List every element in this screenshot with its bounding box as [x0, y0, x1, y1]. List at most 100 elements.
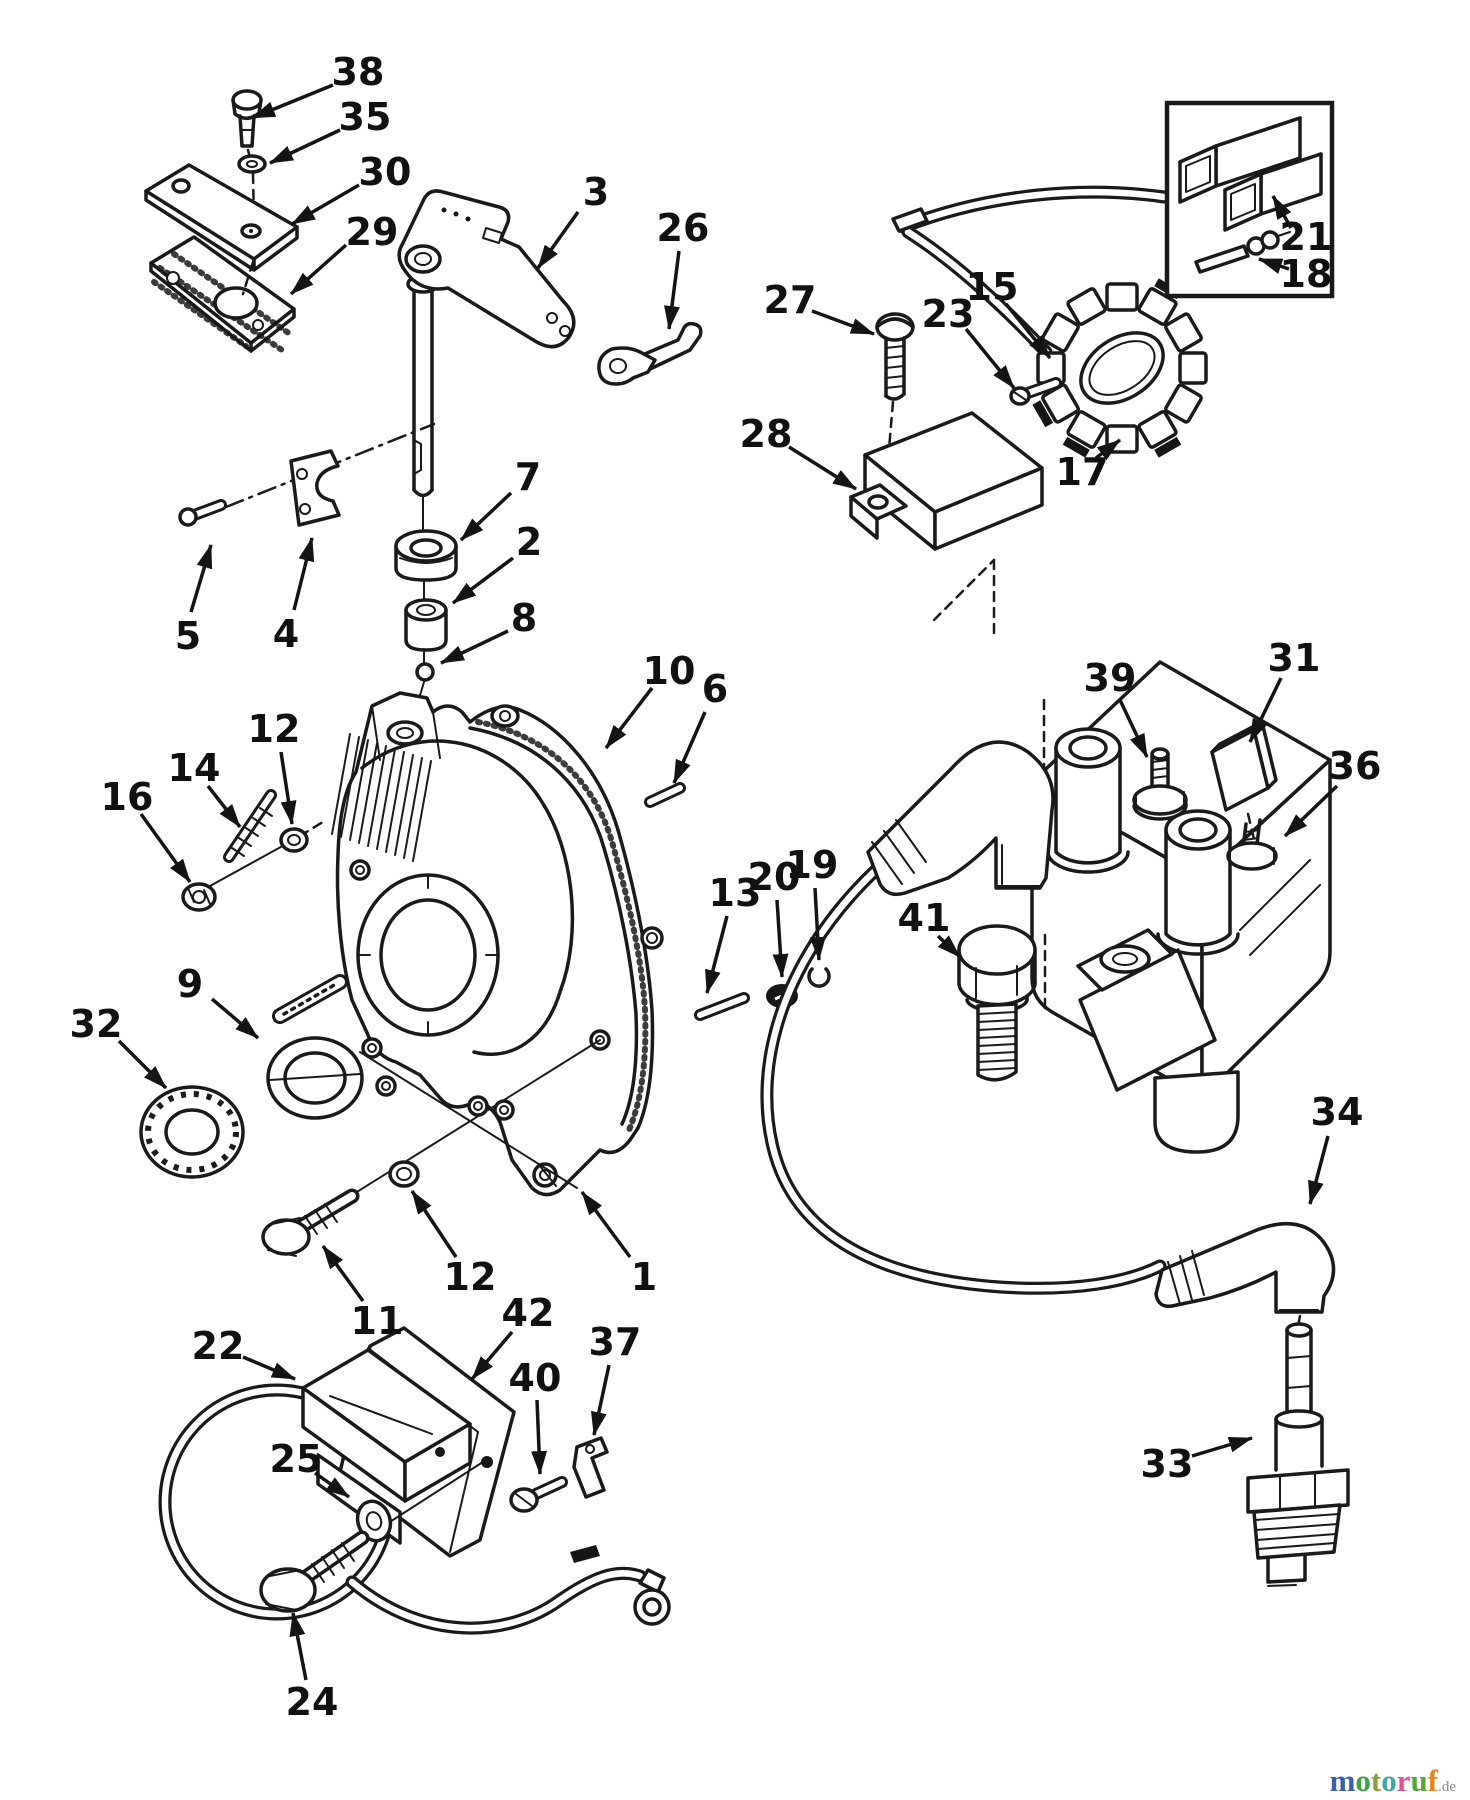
callout-label-34: 34 [1311, 1090, 1364, 1134]
callout-arrow-29 [289, 243, 348, 296]
callout-label-14: 14 [168, 746, 221, 790]
callout-label-25: 25 [270, 1437, 323, 1481]
callout-label-28: 28 [740, 412, 793, 456]
callout-arrow-36 [1283, 784, 1339, 838]
part-bolt-24 [259, 1530, 370, 1613]
callout-label-22: 22 [192, 1324, 245, 1368]
callout-arrow-25 [313, 1471, 351, 1499]
callout-label-42: 42 [502, 1291, 555, 1335]
part-cover-1-10 [331, 691, 664, 1197]
part-spark-plug-33 [1246, 1322, 1350, 1587]
callout-label-23: 23 [922, 292, 975, 336]
callout-arrow-16 [139, 812, 192, 884]
callout-label-31: 31 [1268, 636, 1321, 680]
part-bolt-41 [957, 924, 1037, 1082]
inset-connector-box [1164, 100, 1335, 299]
callout-label-2: 2 [516, 520, 542, 564]
part-nut-16 [181, 882, 217, 912]
callout-arrow-21 [1271, 195, 1293, 229]
callout-label-13: 13 [709, 871, 762, 915]
watermark-word: motoruf [1330, 1763, 1439, 1798]
part-governor-arm-3 [397, 189, 576, 349]
part-seal-9 [266, 1036, 364, 1120]
callout-label-38: 38 [332, 50, 385, 94]
part-screw-nut-36 [1226, 818, 1278, 871]
part-plug-wire-34 [760, 740, 1336, 1328]
callout-arrow-34 [1308, 1135, 1330, 1205]
part-gasket-29 [149, 235, 296, 353]
callout-arrow-28 [788, 445, 857, 491]
callout-label-9: 9 [177, 962, 203, 1006]
callout-arrow-1 [580, 1190, 632, 1259]
part-stator-17 [1032, 278, 1208, 458]
watermark-letter: f [1427, 1763, 1439, 1798]
callout-label-35: 35 [339, 95, 392, 139]
callout-arrow-26 [663, 250, 681, 330]
part-dowel-pin [272, 974, 348, 1024]
callout-arrow-12 [410, 1190, 458, 1258]
callout-label-12: 12 [248, 707, 301, 751]
callout-label-32: 32 [70, 1002, 123, 1046]
callout-arrow-10 [604, 686, 654, 750]
callout-label-11: 11 [351, 1299, 404, 1343]
callout-arrow-30 [291, 183, 360, 226]
part-washer-25 [355, 1499, 393, 1543]
part-coil-assembly [932, 558, 1332, 1154]
callout-arrow-3 [536, 210, 580, 270]
callout-arrow-19 [809, 887, 826, 961]
callout-label-15: 15 [966, 265, 1019, 309]
callout-arrow-9 [210, 997, 260, 1040]
part-cdi-module-28 [849, 411, 1044, 551]
watermark-letter: o [1355, 1763, 1371, 1798]
callout-arrow-24 [289, 1612, 308, 1681]
callout-arrow-12 [279, 751, 297, 825]
callout-label-3: 3 [583, 170, 609, 214]
callout-label-30: 30 [359, 150, 412, 194]
callout-arrow-17 [1094, 438, 1122, 461]
callout-label-6: 6 [702, 667, 728, 711]
cover-bolt-bosses [349, 859, 664, 1188]
watermark-letter: u [1410, 1763, 1428, 1798]
callout-arrow-20 [772, 899, 789, 978]
callout-arrow-32 [117, 1039, 168, 1090]
part-ignition-module-22 [301, 1348, 472, 1545]
callout-arrow-7 [459, 491, 513, 542]
part-screw-23 [1009, 377, 1062, 406]
part-ring-clip-19 [807, 967, 831, 988]
part-connector-housing-21b [1223, 152, 1323, 232]
callout-label-7: 7 [515, 455, 541, 499]
callout-arrow-13 [705, 915, 729, 994]
watermark-letter: m [1329, 1763, 1356, 1798]
callout-label-36: 36 [1329, 744, 1382, 788]
callout-arrow-38 [251, 83, 334, 120]
callout-label-24: 24 [286, 1680, 339, 1724]
part-screw-40 [509, 1476, 568, 1513]
callout-arrow-31 [1248, 677, 1283, 743]
part-ring-terminal [633, 1568, 671, 1626]
part-coil-foot [1076, 928, 1174, 992]
callout-arrow-15 [1004, 302, 1052, 360]
part-screw-nut-39 [1132, 747, 1188, 821]
callout-label-12: 12 [444, 1255, 497, 1299]
callout-label-8: 8 [511, 596, 537, 640]
part-key-lever-26 [597, 321, 703, 386]
part-washer-12b [388, 1160, 420, 1188]
callout-label-16: 16 [101, 775, 154, 819]
watermark-logo: motoruf.de [1330, 1765, 1456, 1796]
watermark-suffix: .de [1438, 1779, 1456, 1795]
callout-label-41: 41 [898, 896, 951, 940]
part-pin-6 [644, 782, 686, 808]
callout-arrow-41 [936, 934, 962, 959]
callout-label-29: 29 [346, 210, 399, 254]
part-pin-13 [694, 992, 750, 1021]
part-washer-12a [209, 818, 328, 887]
callout-arrow-5 [189, 544, 213, 613]
part-spade-terminal-18 [1194, 230, 1291, 274]
part-spacer-2 [404, 581, 448, 652]
callout-label-26: 26 [657, 206, 710, 250]
callout-arrow-39 [1118, 699, 1149, 758]
callout-arrow-35 [269, 128, 341, 165]
part-bracket-4 [289, 449, 341, 527]
